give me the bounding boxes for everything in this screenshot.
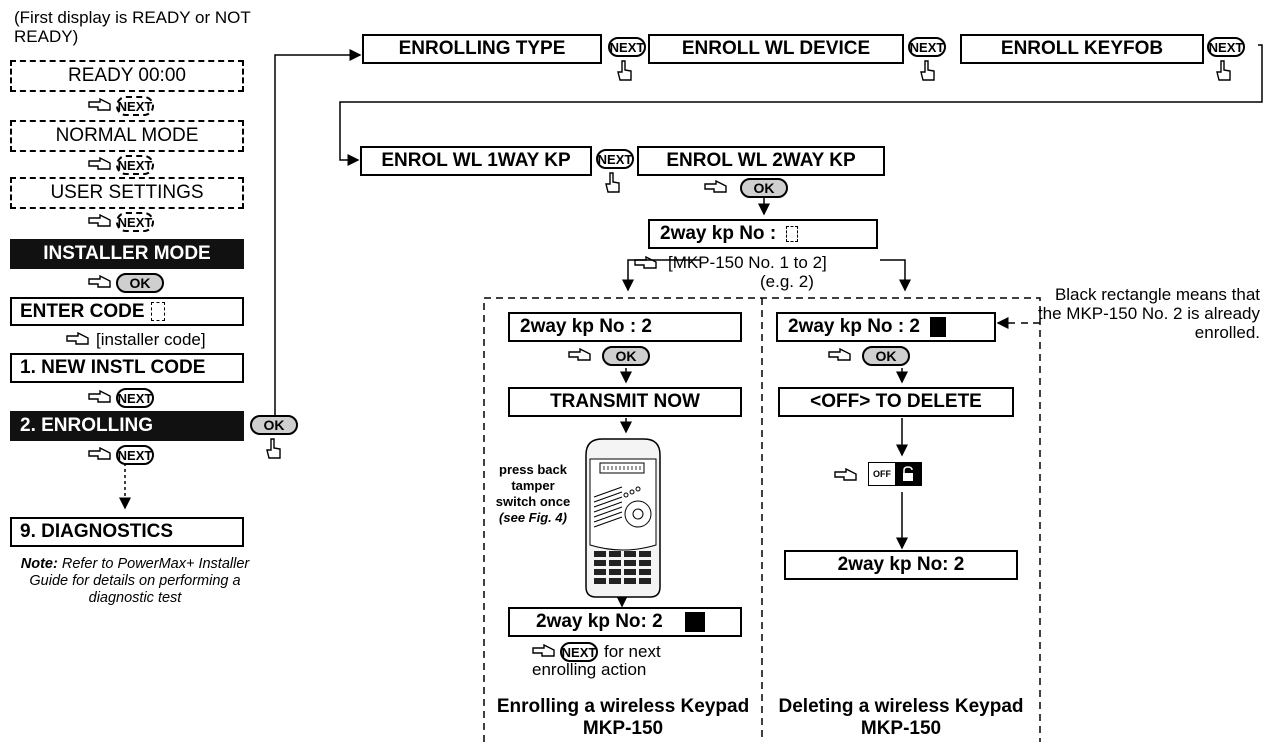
pointing-hand-icon [88, 446, 114, 468]
next-button[interactable]: NEXT [116, 212, 154, 232]
tamper-instruction: press back tamper switch once (see Fig. … [495, 462, 571, 525]
pointing-hand-icon [88, 97, 114, 119]
cursor-placeholder-icon [786, 226, 799, 242]
pointing-hand-icon [88, 213, 114, 235]
normal-mode-display: NORMAL MODE [10, 120, 244, 152]
ok-button[interactable]: OK [740, 178, 788, 198]
pointing-hand-icon [704, 179, 730, 201]
arrow-to-delete-branch [880, 259, 911, 292]
delete-result-display: 2way kp No: 2 [784, 550, 1018, 580]
enroll-result-display: 2way kp No: 2 [508, 607, 742, 637]
enter-code-label: ENTER CODE [20, 300, 145, 322]
diagnostics-note: Note: Refer to PowerMax+ Installer Guide… [6, 556, 264, 607]
pointing-hand-icon [66, 331, 92, 353]
ok-button[interactable]: OK [602, 346, 650, 366]
ready-display: READY 00:00 [10, 60, 244, 92]
pointing-finger-icon [616, 60, 634, 87]
note-label: Note: [20, 556, 58, 572]
enrolling-display: 2. ENROLLING [10, 411, 244, 441]
new-instl-code-display: 1. NEW INSTL CODE [10, 353, 244, 383]
off-to-delete-display: <OFF> TO DELETE [778, 387, 1014, 417]
enrol-wl-1way-kp-display: ENROL WL 1WAY KP [360, 146, 592, 176]
pointing-finger-icon [265, 438, 283, 465]
enroll-caption: Enrolling a wireless Keypad MKP-150 [496, 696, 750, 739]
cursor-placeholder-icon [150, 302, 165, 321]
next-button[interactable]: NEXT [908, 37, 946, 57]
pointing-hand-icon [834, 467, 860, 489]
enroll-wl-device-display: ENROLL WL DEVICE [648, 34, 904, 64]
enrol-wl-2way-kp-display: ENROL WL 2WAY KP [637, 146, 885, 176]
pointing-hand-icon [88, 274, 114, 296]
delete-kp-no-label: 2way kp No : 2 [788, 316, 920, 337]
enrolling-type-display: ENROLLING TYPE [362, 34, 602, 64]
enter-code-display: ENTER CODE [10, 297, 244, 326]
example-hint: (e.g. 2) [760, 272, 814, 291]
enrolled-indicator-block [684, 612, 705, 632]
user-settings-display: USER SETTINGS [10, 177, 244, 209]
arrow-to-enroll-branch [622, 259, 700, 292]
note-text: Refer to PowerMax+ Installer Guide for d… [29, 556, 250, 606]
delete-caption: Deleting a wireless Keypad MKP-150 [778, 696, 1024, 739]
kp-prompt-label: 2way kp No : [660, 223, 777, 244]
enroll-keyfob-display: ENROLL KEYFOB [960, 34, 1204, 64]
transmit-now-display: TRANSMIT NOW [508, 387, 742, 417]
pointing-hand-icon [634, 255, 660, 277]
intro-text: (First display is READY or NOT READY) [14, 8, 251, 46]
pointing-hand-icon [88, 389, 114, 411]
next-button[interactable]: NEXT [116, 445, 154, 465]
keypad-mkp150-image [578, 437, 668, 604]
next-button[interactable]: NEXT [116, 155, 154, 175]
arrow-to-1way-kp [339, 44, 1263, 166]
next-button[interactable]: NEXT [1207, 37, 1245, 57]
pointing-finger-icon [919, 60, 937, 87]
pointing-finger-icon [1215, 60, 1233, 87]
enrolled-indicator-block [930, 317, 946, 337]
kp-prompt-display: 2way kp No : [648, 219, 878, 249]
enroll-kp-no-display: 2way kp No : 2 [508, 312, 742, 342]
next-button[interactable]: NEXT [608, 37, 646, 57]
off-unlock-button[interactable]: OFF [868, 462, 922, 486]
unlock-icon [895, 463, 921, 485]
see-fig-ref: (see Fig. 4) [499, 510, 567, 525]
next-button[interactable]: NEXT [596, 149, 634, 169]
diagnostics-display: 9. DIAGNOSTICS [10, 517, 244, 547]
pointing-hand-icon [568, 347, 594, 369]
arrow-to-enrolling-type [274, 49, 362, 415]
ok-button[interactable]: OK [116, 273, 164, 293]
ok-button[interactable]: OK [862, 346, 910, 366]
installer-mode-display: INSTALLER MODE [10, 239, 244, 269]
enroll-result-label: 2way kp No: 2 [536, 611, 663, 632]
next-button[interactable]: NEXT [116, 96, 154, 116]
pointing-hand-icon [532, 643, 558, 665]
pointing-hand-icon [88, 156, 114, 178]
pointing-finger-icon [604, 172, 622, 199]
next-button[interactable]: NEXT [116, 388, 154, 408]
next-button[interactable]: NEXT [560, 642, 598, 662]
side-note: Black rectangle means that the MKP-150 N… [1037, 285, 1260, 342]
ok-button[interactable]: OK [250, 415, 298, 435]
pointing-hand-icon [828, 347, 854, 369]
delete-kp-no-display: 2way kp No : 2 [776, 312, 996, 342]
